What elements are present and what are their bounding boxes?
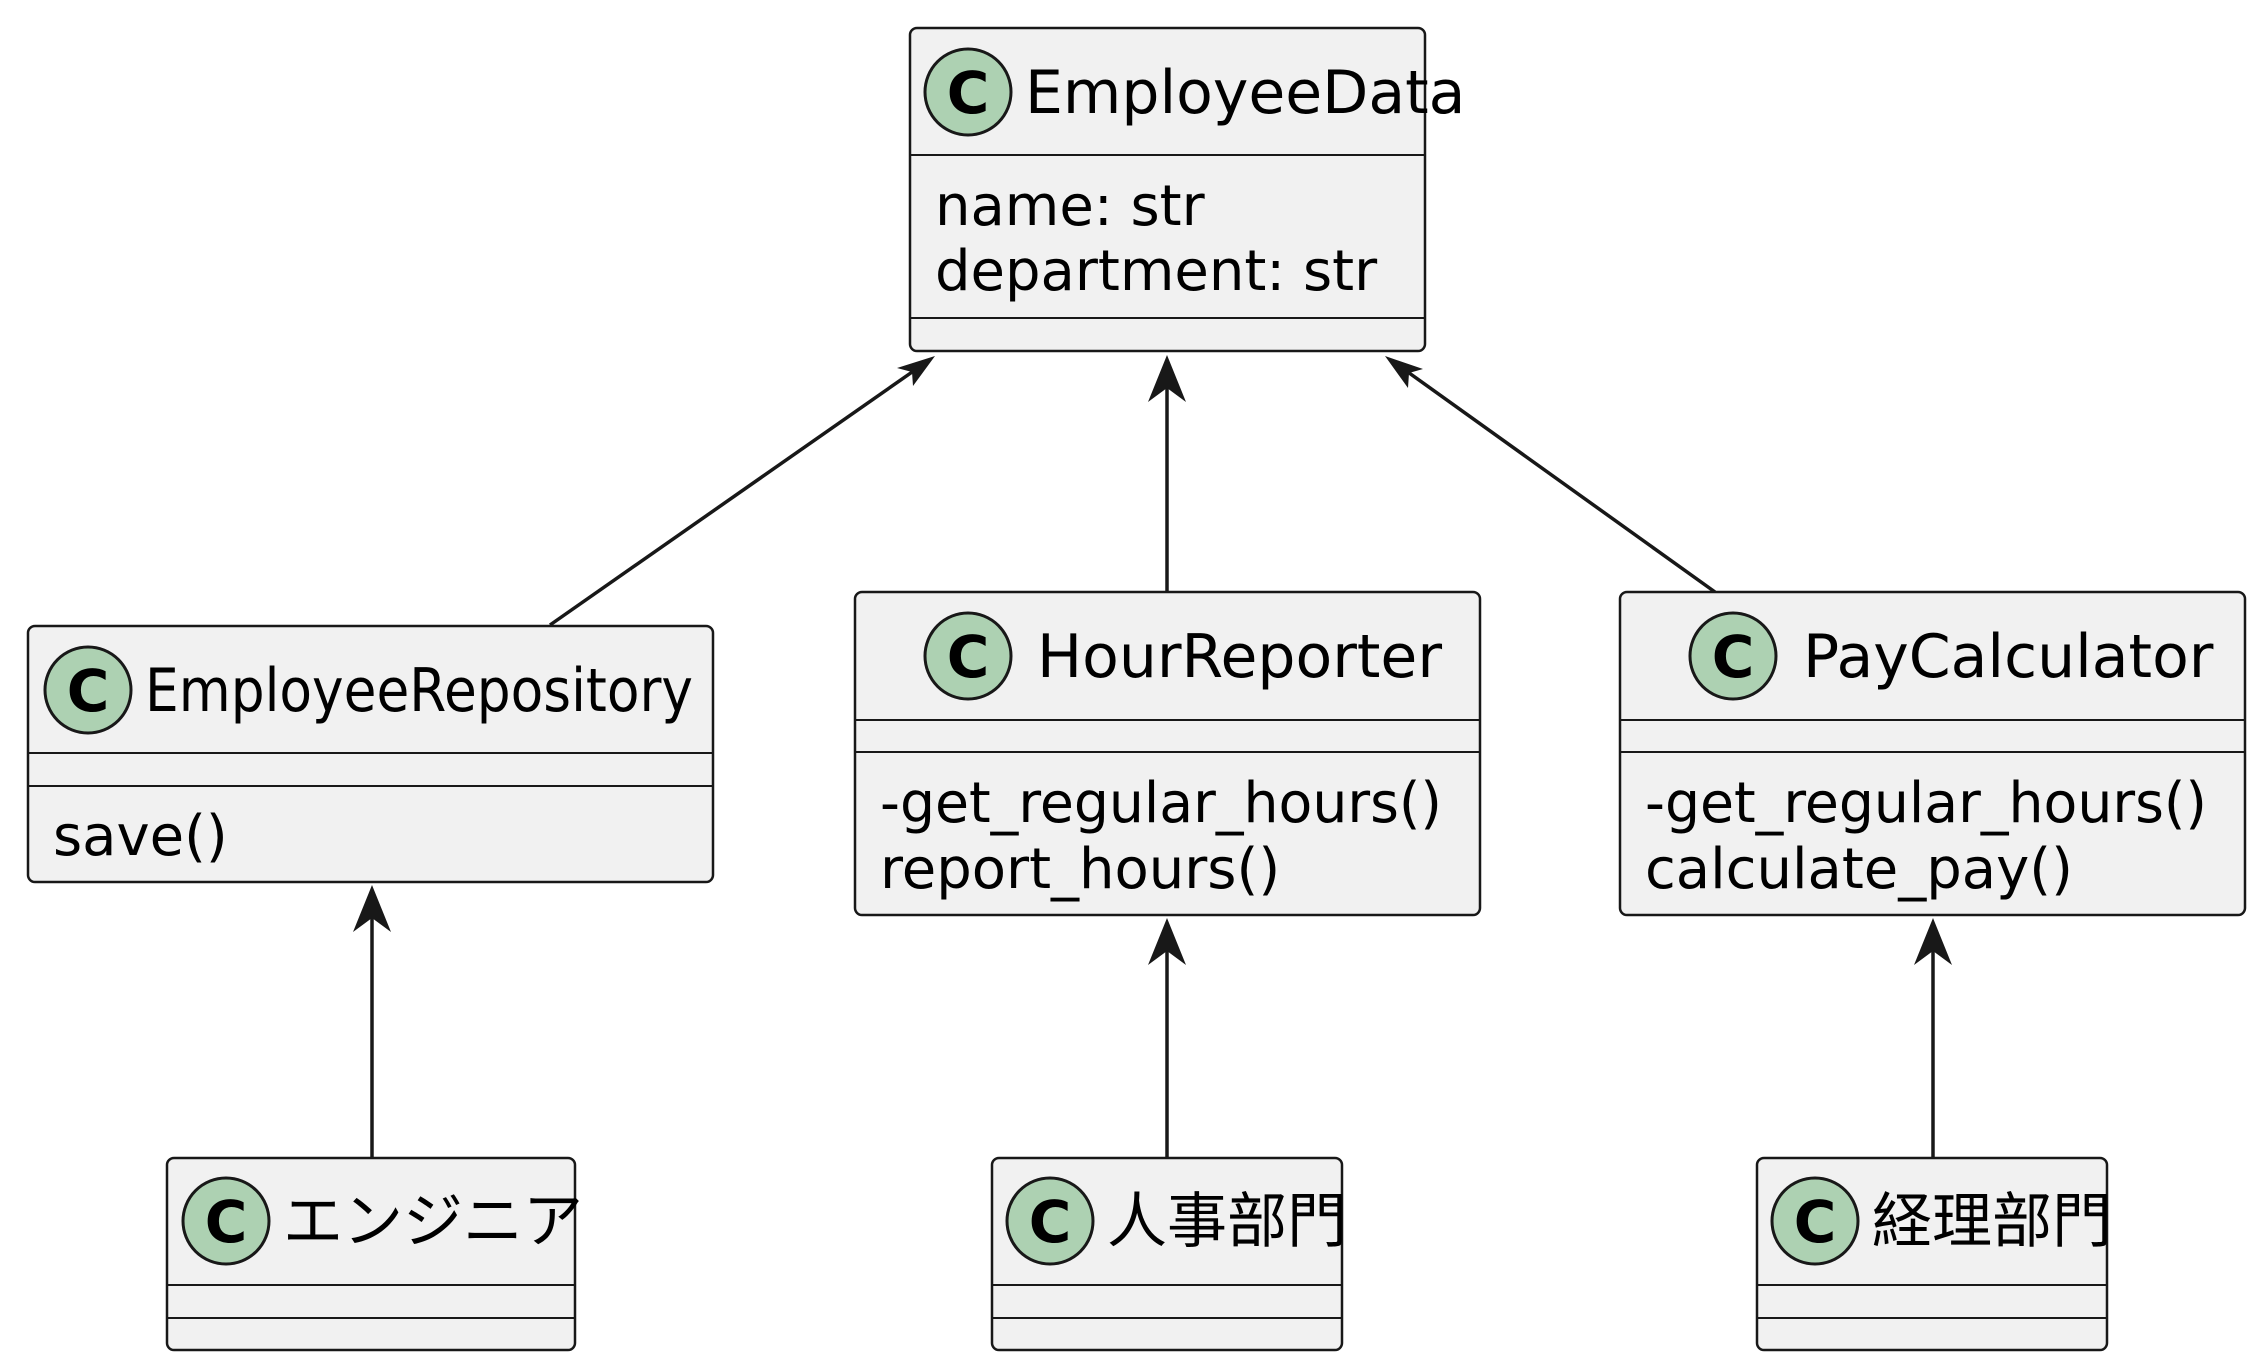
attribute-department: department: str xyxy=(935,239,1378,304)
arrowhead xyxy=(897,356,935,386)
arrowhead xyxy=(1914,918,1952,965)
class-c-icon xyxy=(923,47,1013,137)
method-get-regular-hours: -get_regular_hours() xyxy=(1645,771,2207,836)
class-name: 経理部門 xyxy=(1872,1187,2112,1257)
class-hr-department[interactable]: C 人事部門 xyxy=(990,1156,1347,1352)
class-c-icon-letter: C xyxy=(1029,1188,1072,1256)
class-c-icon-letter: C xyxy=(1712,623,1755,691)
class-name: エンジニア xyxy=(283,1187,583,1257)
relations xyxy=(353,355,1952,1158)
class-c-icon-letter: C xyxy=(67,657,110,725)
class-hourreporter[interactable]: C HourReporter -get_regular_hours() repo… xyxy=(853,590,1482,917)
method-save: save() xyxy=(53,804,228,869)
edge-paycalculator-to-employeedata xyxy=(1403,368,1717,594)
edge-employeerepository-to-employeedata xyxy=(548,368,917,627)
class-name: 人事部門 xyxy=(1107,1187,1347,1257)
class-employeedata[interactable]: C EmployeeData name: str department: str xyxy=(908,26,1465,353)
method-report-hours: report_hours() xyxy=(880,837,1280,902)
class-engineer[interactable]: C エンジニア xyxy=(165,1156,583,1352)
class-c-icon-letter: C xyxy=(1794,1188,1837,1256)
class-name: PayCalculator xyxy=(1803,622,2214,692)
arrowhead xyxy=(1385,356,1423,388)
method-get-regular-hours: -get_regular_hours() xyxy=(880,771,1442,836)
class-c-icon-letter: C xyxy=(205,1188,248,1256)
class-c-icon xyxy=(1770,1176,1860,1266)
arrowhead xyxy=(353,885,391,932)
class-c-icon-letter: C xyxy=(947,59,990,127)
class-c-icon xyxy=(1688,611,1778,701)
class-employeerepository[interactable]: C EmployeeRepository save() xyxy=(26,624,715,884)
arrowhead xyxy=(1148,918,1186,965)
attribute-name: name: str xyxy=(935,174,1206,239)
class-name: HourReporter xyxy=(1037,622,1442,692)
class-c-icon xyxy=(1005,1176,1095,1266)
class-c-icon xyxy=(43,645,133,735)
class-accounting-department[interactable]: C 経理部門 xyxy=(1755,1156,2112,1352)
class-c-icon-letter: C xyxy=(947,623,990,691)
class-name: EmployeeData xyxy=(1025,58,1465,128)
class-c-icon xyxy=(923,611,1013,701)
method-calculate-pay: calculate_pay() xyxy=(1645,837,2073,902)
class-c-icon xyxy=(181,1176,271,1266)
arrowhead xyxy=(1148,355,1186,402)
class-paycalculator[interactable]: C PayCalculator -get_regular_hours() cal… xyxy=(1618,590,2247,917)
class-name: EmployeeRepository xyxy=(145,656,693,726)
